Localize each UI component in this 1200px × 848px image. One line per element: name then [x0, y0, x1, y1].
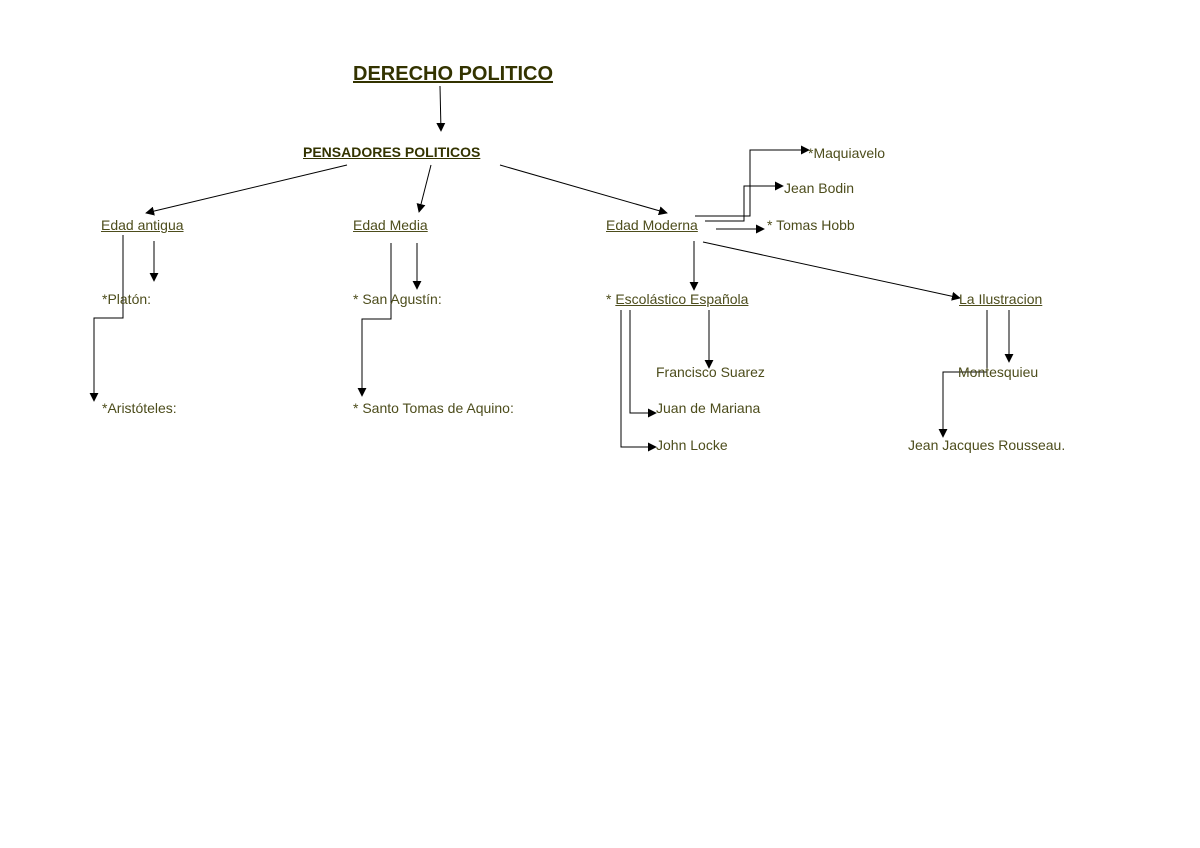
era-edad-moderna: Edad Moderna: [606, 217, 698, 233]
arrow-to-edad-media: [416, 164, 432, 213]
era-edad-antigua: Edad antigua: [101, 217, 184, 233]
escolastica-label: Escolástico Española: [615, 291, 749, 307]
arrow-to-aristoteles: [89, 235, 124, 402]
thinker-juan-de-mariana: Juan de Mariana: [656, 400, 761, 416]
arrow-to-juan-de-mariana: [629, 310, 657, 418]
arrow-title-to-pensadores: [436, 85, 446, 132]
thinker-francisco-suarez: Francisco Suarez: [656, 364, 765, 380]
arrow-to-edad-antigua: [145, 164, 348, 216]
thinker-tomas-hobb: * Tomas Hobb: [767, 217, 855, 233]
thinker-john-locke: John Locke: [656, 437, 728, 453]
arrow-to-maquiavelo: [695, 145, 810, 217]
arrow-to-edad-moderna: [499, 164, 668, 216]
pensadores-heading: PENSADORES POLITICOS: [303, 144, 481, 160]
thinker-platon: *Platón:: [102, 291, 152, 307]
arrow-to-rousseau: [938, 310, 988, 438]
thinker-montesquieu: Montesquieu: [958, 364, 1039, 380]
thinker-rousseau: Jean Jacques Rousseau.: [908, 437, 1066, 453]
diagram-title: DERECHO POLITICO: [353, 63, 554, 85]
thinker-maquiavelo: *Maquiavelo: [808, 145, 886, 161]
era-edad-media: Edad Media: [353, 217, 428, 233]
escolastica-prefix: *: [606, 291, 616, 307]
thinker-aristoteles: *Aristóteles:: [102, 400, 177, 416]
arrow-to-ilustracion: [702, 241, 961, 301]
arrow-to-santo-tomas: [357, 243, 392, 397]
thinker-santo-tomas: * Santo Tomas de Aquino:: [353, 400, 514, 416]
group-escolastica: * Escolástico Española: [606, 291, 748, 307]
group-ilustracion: La Ilustracion: [959, 291, 1043, 307]
thinker-jean-bodin: Jean Bodin: [784, 180, 855, 196]
arrow-to-jean-bodin: [705, 181, 784, 222]
arrow-to-john-locke: [620, 310, 657, 452]
thinker-san-agustin: * San Agustín:: [353, 291, 442, 307]
